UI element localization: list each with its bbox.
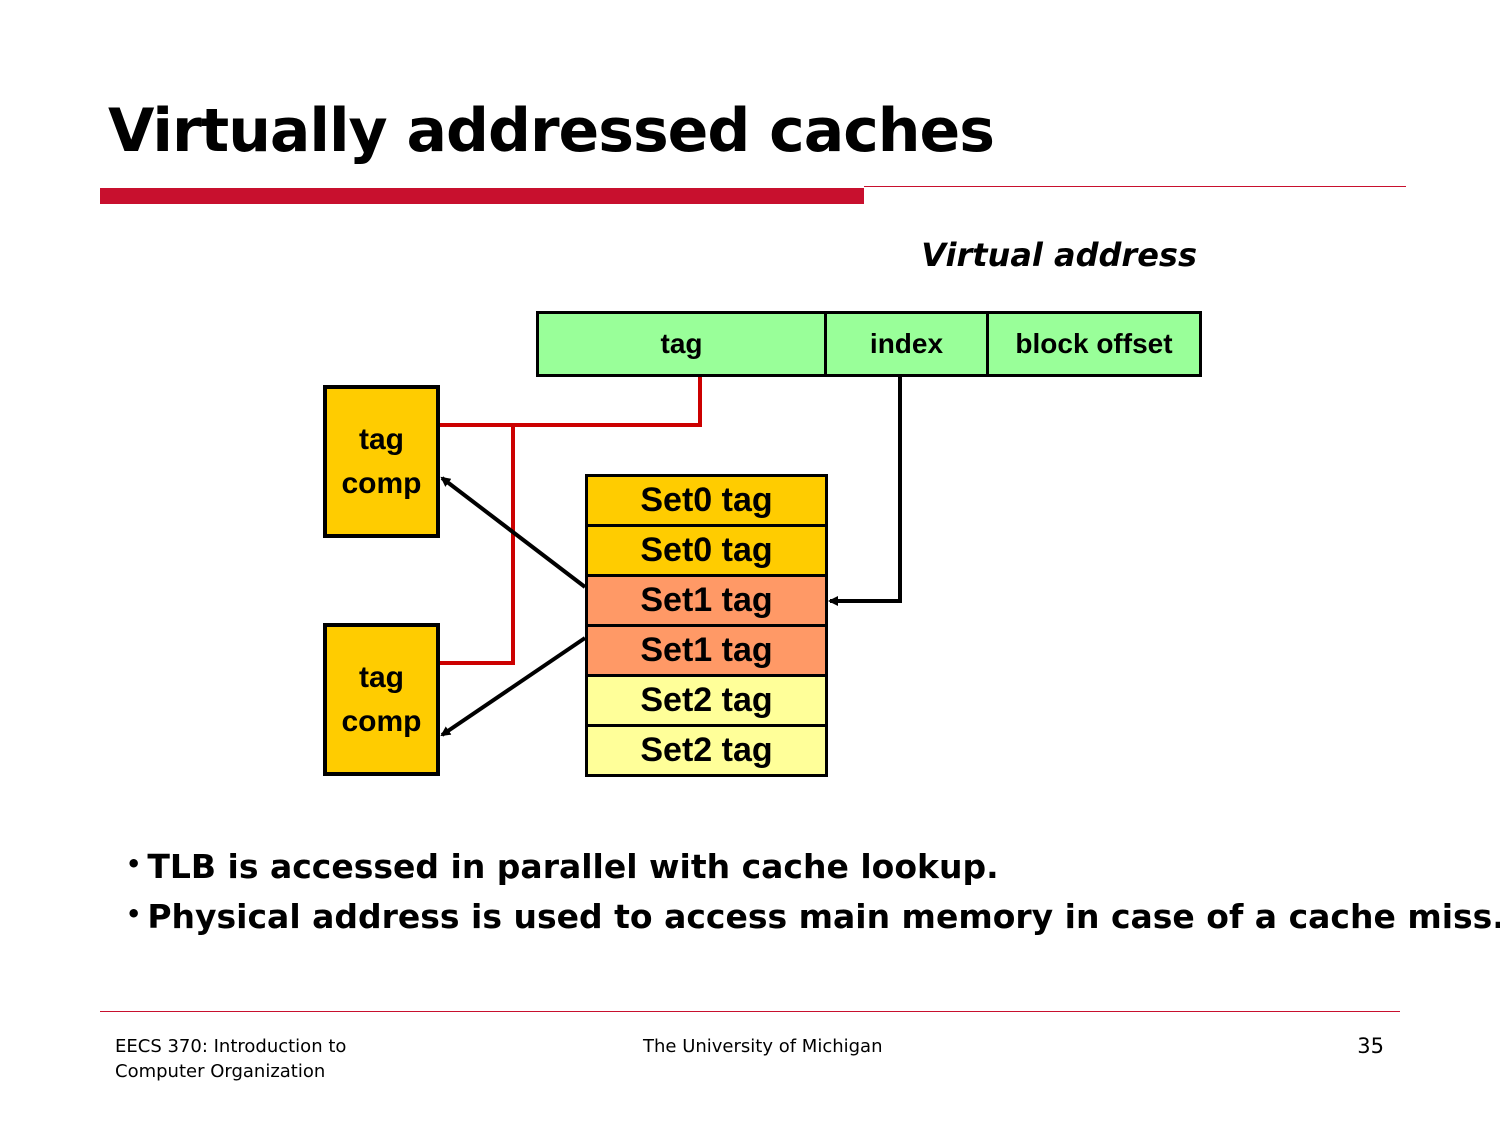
footer-course-line2: Computer Organization [115, 1061, 326, 1082]
cache-row-set2-way0: Set2 tag [585, 674, 828, 727]
title-underline-thick [100, 188, 864, 204]
cache-row-set1-way1: Set1 tag [585, 624, 828, 677]
set1-to-comp-bottom-arrow [440, 636, 587, 737]
cache-row-set2-way1: Set2 tag [585, 724, 828, 777]
bullet-item: •Physical address is used to access main… [126, 897, 1500, 936]
slide-title: Virtually addressed caches [108, 96, 995, 166]
footer-institution: The University of Michigan [643, 1036, 883, 1057]
tag-comparator-bottom: tag comp [323, 623, 440, 776]
virtual-address-label: Virtual address [921, 236, 1197, 274]
bullet-text: TLB is accessed in parallel with cache l… [147, 847, 999, 886]
bullet-item: •TLB is accessed in parallel with cache … [126, 847, 999, 886]
footer-course-line1: EECS 370: Introduction to [115, 1036, 347, 1057]
bullet-text: Physical address is used to access main … [147, 897, 1500, 936]
tag-comparator-line1: tag [359, 422, 404, 456]
set1-to-comp-top-arrow [440, 476, 587, 589]
tag-wire-branch [438, 425, 515, 665]
tag-comparator-line1: tag [359, 660, 404, 694]
footer-rule [100, 1011, 1400, 1012]
index-wire [828, 376, 902, 606]
bullet-dot-icon: • [126, 900, 142, 928]
tag-comparator-line2: comp [341, 704, 422, 738]
tag-wire [438, 376, 702, 427]
address-field-tag: tag [536, 311, 827, 377]
address-field-index: index [824, 311, 989, 377]
cache-row-set0-way1: Set0 tag [585, 524, 828, 577]
cache-row-set0-way0: Set0 tag [585, 474, 828, 527]
cache-row-set1-way0: Set1 tag [585, 574, 828, 627]
address-field-block-offset: block offset [986, 311, 1202, 377]
title-underline-thin [864, 186, 1406, 187]
tag-comparator-top: tag comp [323, 385, 440, 538]
footer-course: EECS 370: Introduction to Computer Organ… [115, 1034, 346, 1084]
tag-comparator-line2: comp [341, 466, 422, 500]
bullet-dot-icon: • [126, 850, 142, 878]
page-number: 35 [1357, 1034, 1384, 1058]
